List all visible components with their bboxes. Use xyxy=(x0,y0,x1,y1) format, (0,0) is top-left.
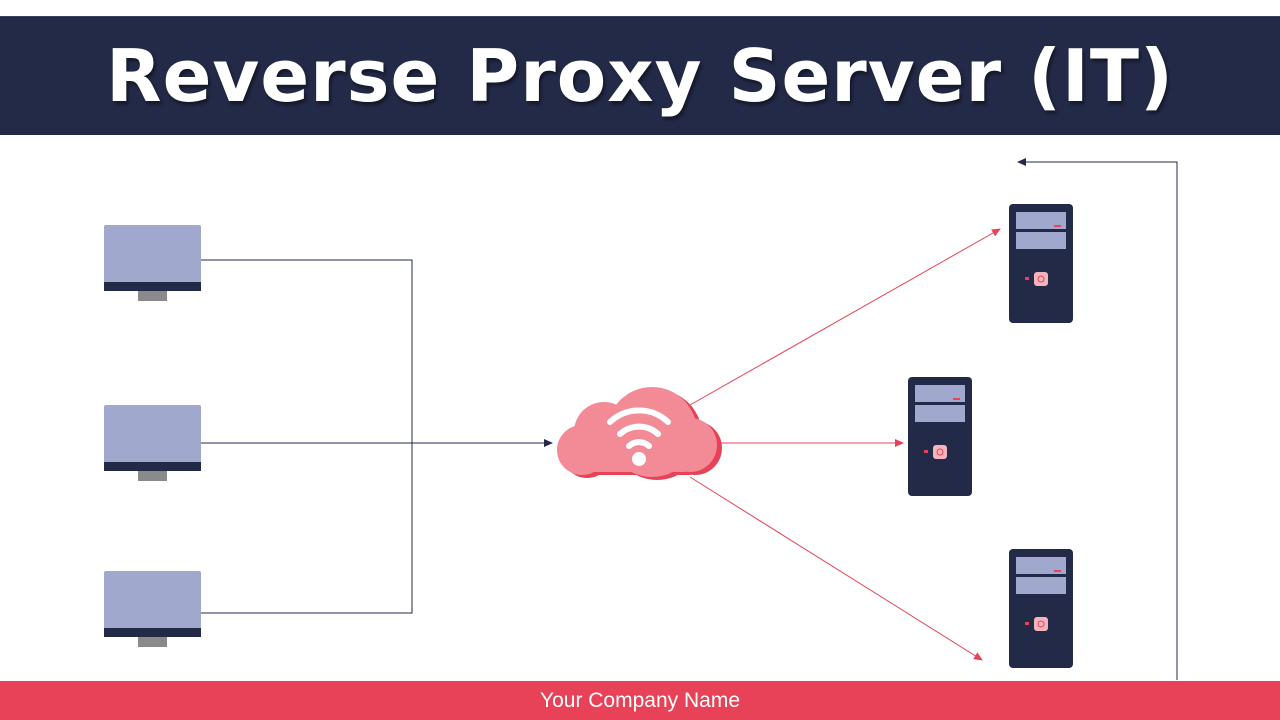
server-middle xyxy=(908,377,972,496)
link-to-server-top xyxy=(689,228,1001,406)
return-arrow xyxy=(1017,158,1178,680)
client-computer-1 xyxy=(104,225,201,301)
proxy-server-links xyxy=(689,228,1001,661)
proxy-cloud xyxy=(557,387,722,480)
server-tower-icon xyxy=(908,377,972,496)
monitor-icon xyxy=(104,571,201,647)
connector-client-3 xyxy=(200,443,413,614)
connector-client-1 xyxy=(200,259,413,443)
footer-bar: Your Company Name xyxy=(0,681,1280,720)
wifi-cloud-icon xyxy=(557,387,722,480)
monitor-icon xyxy=(104,405,201,481)
server-top xyxy=(1009,204,1073,323)
server-tower-icon xyxy=(1009,549,1073,668)
client-computer-2 xyxy=(104,405,201,481)
company-name: Your Company Name xyxy=(540,688,740,712)
server-tower-icon xyxy=(1009,204,1073,323)
proxy-diagram xyxy=(104,158,1178,680)
monitor-icon xyxy=(104,225,201,301)
client-connectors xyxy=(200,259,553,614)
link-to-server-bottom xyxy=(689,476,983,661)
page-title: Reverse Proxy Server (IT) xyxy=(106,34,1174,118)
server-bottom xyxy=(1009,549,1073,668)
title-bar: Reverse Proxy Server (IT) xyxy=(0,16,1280,135)
client-computer-3 xyxy=(104,571,201,647)
